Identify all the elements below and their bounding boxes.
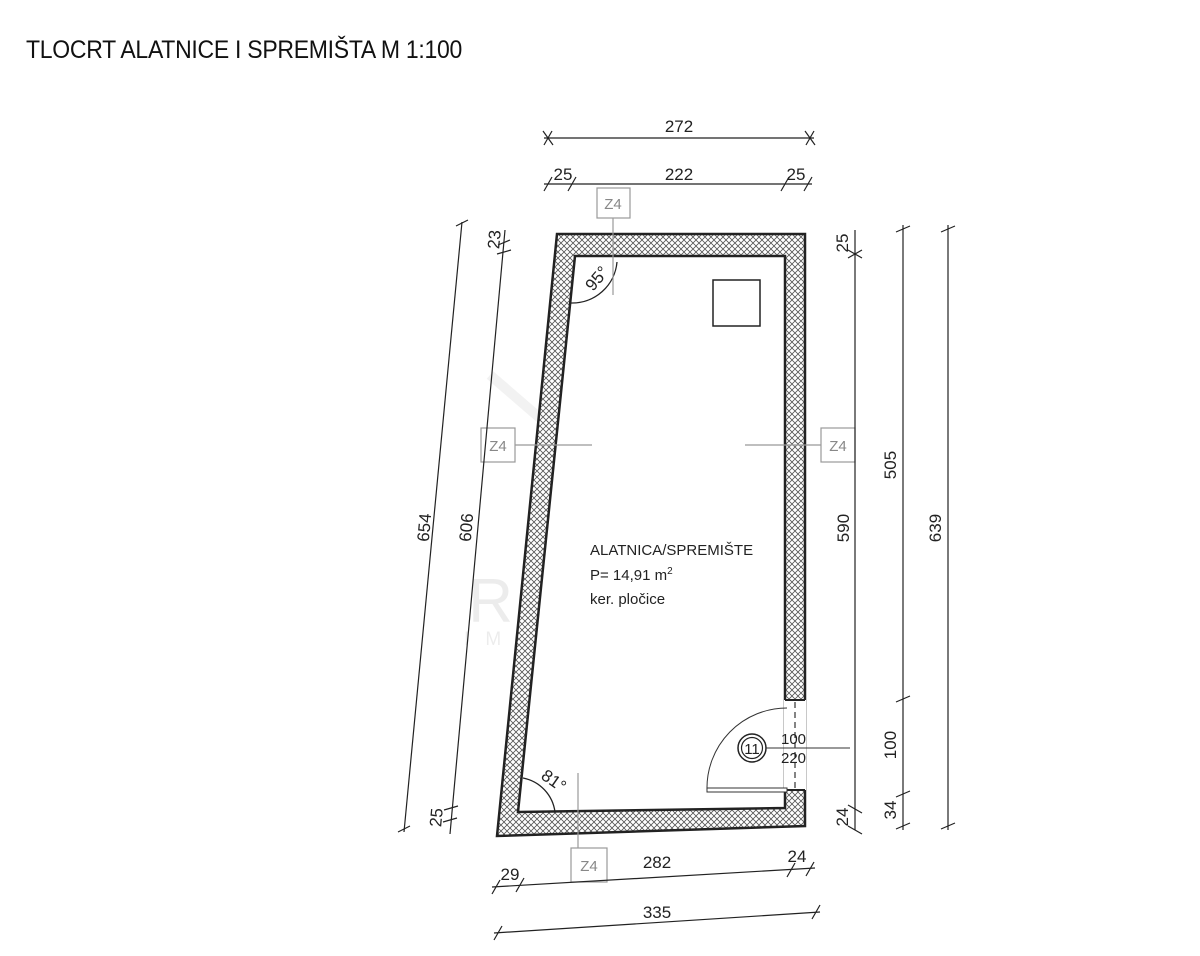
svg-text:24: 24 xyxy=(833,808,852,827)
svg-text:272: 272 xyxy=(665,117,693,136)
room-label: ALATNICA/SPREMIŠTE P= 14,91 m2 ker. ploč… xyxy=(590,542,753,608)
room-name: ALATNICA/SPREMIŠTE xyxy=(590,542,753,559)
door: 11 100 220 xyxy=(706,707,850,793)
section-mark-left: Z4 xyxy=(489,438,507,455)
svg-text:505: 505 xyxy=(881,451,900,479)
svg-text:222: 222 xyxy=(665,165,693,184)
svg-text:24: 24 xyxy=(788,847,807,866)
svg-text:100: 100 xyxy=(881,731,900,759)
svg-text:25: 25 xyxy=(833,234,852,253)
room-area: P= 14,91 m xyxy=(590,567,667,584)
drawing-title: TLOCRT ALATNICE I SPREMIŠTA M 1:100 xyxy=(26,36,463,64)
walls xyxy=(495,232,807,838)
svg-text:P= 14,91 m2: P= 14,91 m2 xyxy=(590,566,673,584)
svg-text:590: 590 xyxy=(834,514,853,542)
dimension-lines xyxy=(397,130,956,941)
svg-text:29: 29 xyxy=(501,865,520,884)
room-floor: ker. pločice xyxy=(590,591,665,608)
section-marks xyxy=(480,187,856,883)
door-width: 100 xyxy=(781,731,806,748)
svg-text:606: 606 xyxy=(456,513,477,543)
section-mark-top: Z4 xyxy=(604,196,622,213)
svg-text:25: 25 xyxy=(426,807,447,828)
svg-text:34: 34 xyxy=(881,801,900,820)
svg-text:654: 654 xyxy=(414,513,435,543)
svg-text:25: 25 xyxy=(554,165,573,184)
section-mark-right: Z4 xyxy=(829,438,847,455)
door-number: 11 xyxy=(744,741,760,758)
section-mark-bottom: Z4 xyxy=(580,858,598,875)
dimension-labels: 272 25 222 25 654 606 23 25 25 590 24 50… xyxy=(414,117,945,922)
svg-text:335: 335 xyxy=(643,903,671,922)
svg-text:282: 282 xyxy=(643,853,671,872)
shaft-square xyxy=(712,279,761,327)
room-area-unit-sup: 2 xyxy=(667,566,673,577)
svg-text:25: 25 xyxy=(787,165,806,184)
door-height: 220 xyxy=(781,750,806,767)
svg-text:639: 639 xyxy=(926,514,945,542)
svg-text:23: 23 xyxy=(484,229,505,250)
